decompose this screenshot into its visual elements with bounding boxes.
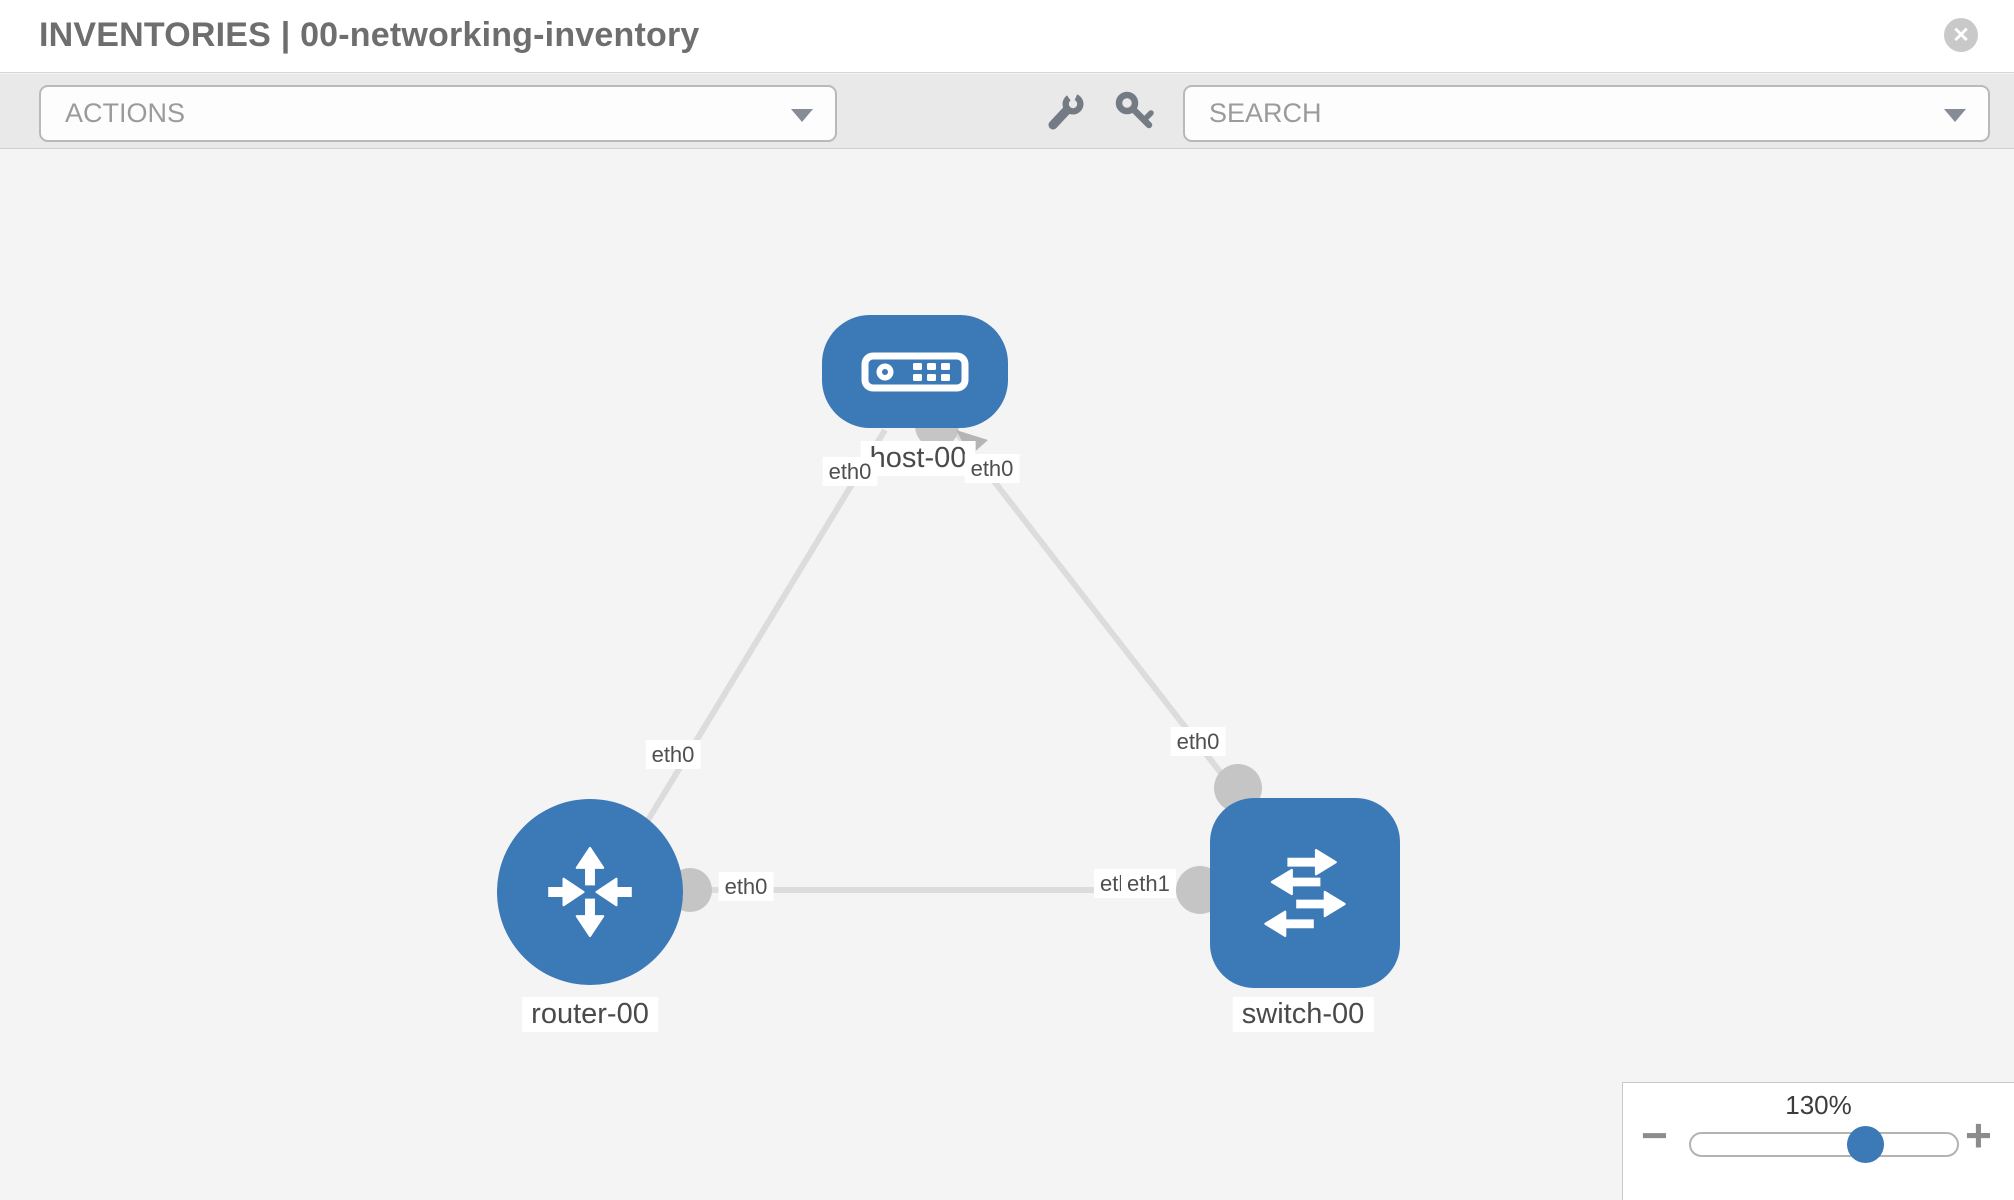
search-placeholder: SEARCH bbox=[1209, 98, 1322, 128]
node-label-switch: switch-00 bbox=[1232, 997, 1374, 1032]
zoom-slider-thumb[interactable] bbox=[1847, 1126, 1884, 1163]
actions-dropdown-label: ACTIONS bbox=[65, 98, 186, 128]
switch-icon bbox=[1264, 849, 1346, 937]
iface-label-router-eth0: eth0 bbox=[718, 872, 774, 901]
zoom-in-button[interactable]: + bbox=[1965, 1112, 1992, 1158]
toolbar: ACTIONS SEARCH bbox=[0, 74, 2014, 149]
node-switch-00[interactable] bbox=[1210, 798, 1400, 988]
host-icon bbox=[861, 352, 969, 391]
links-layer bbox=[642, 404, 1262, 914]
window-header: INVENTORIES | 00-networking-inventory ✕ bbox=[0, 0, 2014, 73]
minus-icon: − bbox=[1641, 1109, 1668, 1161]
credentials-button[interactable] bbox=[1114, 90, 1158, 134]
iface-label-host-eth0-left: eth0 bbox=[822, 457, 878, 486]
zoom-percentage: 130% bbox=[1785, 1090, 1852, 1120]
actions-dropdown[interactable]: ACTIONS bbox=[39, 85, 837, 142]
page-title: INVENTORIES | 00-networking-inventory bbox=[39, 16, 700, 54]
node-label-router: router-00 bbox=[522, 997, 658, 1032]
search-dropdown[interactable]: SEARCH bbox=[1183, 85, 1990, 142]
zoom-control-panel: 130% − + bbox=[1622, 1082, 2014, 1200]
iface-label-host-eth0-right: eth0 bbox=[964, 454, 1020, 483]
zoom-slider-track[interactable] bbox=[1689, 1132, 1959, 1157]
node-host-00[interactable] bbox=[822, 315, 1008, 428]
configure-button[interactable] bbox=[1044, 90, 1088, 134]
node-label-host: host-00 bbox=[860, 441, 976, 476]
caret-down-icon bbox=[791, 108, 813, 122]
topology-canvas[interactable]: host-00 router-00 switch-00 eth0 eth0 et… bbox=[0, 150, 2014, 1200]
node-router-00[interactable] bbox=[497, 799, 683, 985]
iface-label-switch-eth1: eth1 bbox=[1121, 869, 1176, 898]
router-icon bbox=[548, 846, 632, 938]
wrench-icon bbox=[1048, 90, 1084, 130]
iface-label-router-eth0-uplink: eth0 bbox=[645, 740, 701, 769]
plus-icon: + bbox=[1965, 1109, 1992, 1161]
zoom-out-button[interactable]: − bbox=[1641, 1112, 1668, 1158]
iface-label-switch-eth0-top: eth0 bbox=[1170, 727, 1226, 756]
close-glyph: ✕ bbox=[1952, 23, 1970, 47]
caret-down-icon bbox=[1944, 108, 1966, 122]
close-icon[interactable]: ✕ bbox=[1944, 18, 1978, 52]
key-icon bbox=[1115, 91, 1154, 129]
